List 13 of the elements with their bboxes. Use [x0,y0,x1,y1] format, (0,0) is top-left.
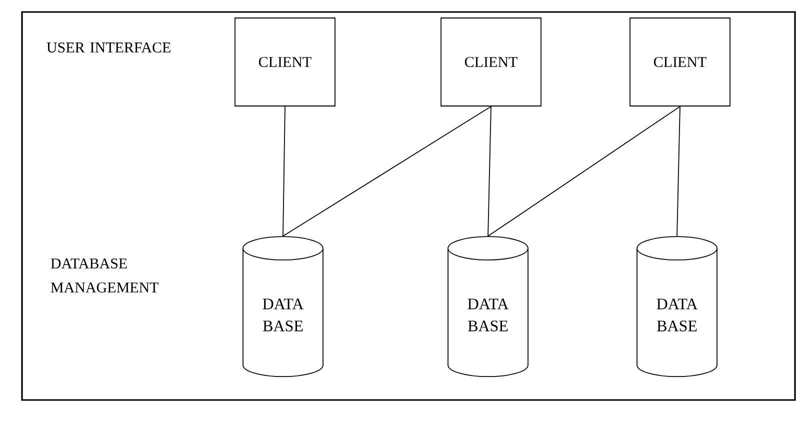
connector-line [282,106,286,237]
layer-label: DATABASE MANAGEMENT [50,258,159,293]
connector-line [676,106,680,237]
client-box: CLIENT [234,18,336,106]
connector-line [488,106,492,237]
database-cylinder: DATA BASE [448,236,528,378]
client-box: CLIENT [440,18,542,106]
client-box: CLIENT [630,18,730,106]
layer-label: USER INTERFACE [46,42,170,53]
database-cylinder: DATA BASE [242,236,324,378]
connector-line [282,106,492,237]
database-cylinder: DATA BASE [636,236,718,378]
connector-line [488,106,680,237]
